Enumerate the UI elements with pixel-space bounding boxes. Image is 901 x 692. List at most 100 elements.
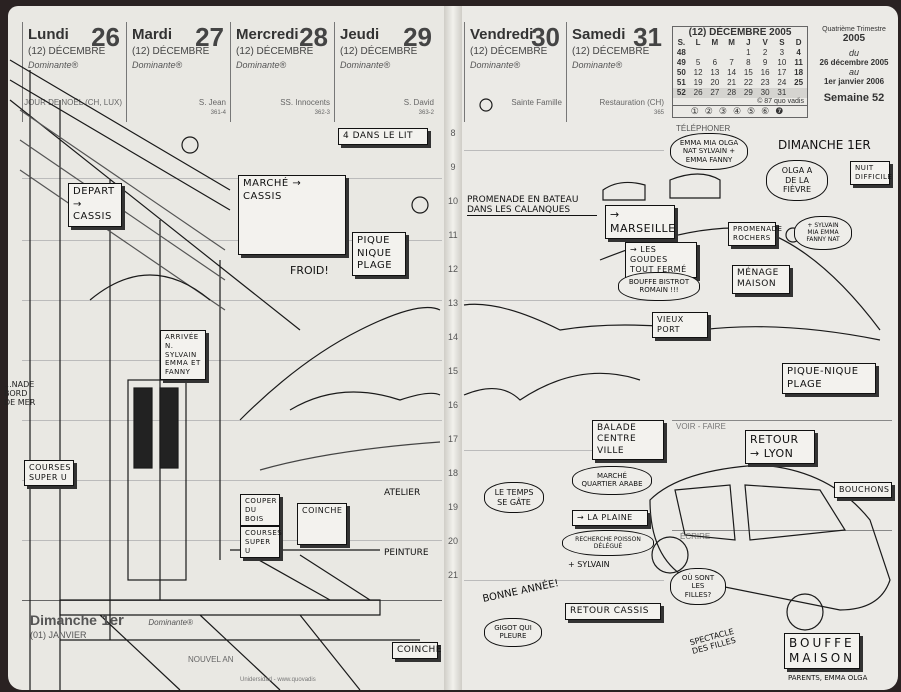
calendar-cell: 10 [777,58,787,67]
holiday-label: NOUVEL AN [188,655,234,664]
hour-label: 12 [447,264,458,274]
note-balade: BALADE CENTRE VILLE [592,420,664,460]
calendar-cell: 49 [676,58,686,67]
calendar-cell: 4 [796,48,801,57]
calendar-header-cell: M [728,38,735,47]
hour-label: 14 [447,332,458,342]
calendar-cell: 29 [740,88,757,98]
note-marseille: → MARSEILLE [605,205,675,239]
note-ou-sont-les-filles: OÙ SONT LES FILLES? [670,568,726,606]
calendar-cell: 51 [676,78,686,87]
calendar-cell: 6 [712,58,718,67]
note-temps: LE TEMPS SE GÂTE [484,482,544,514]
house-drawing [9,59,420,691]
note-dimanche: DIMANCHE 1er [778,138,871,152]
section-telephoner: TÉLÉPHONER [676,124,731,133]
note-invites: EMMA MIA OLGA NAT SYLVAIN + EMMA FANNY [670,133,748,171]
note-4-dans-le-lit: 4 DANS LE LIT [338,128,428,146]
note-bouffe-maison: BOUFFE MAISON [784,633,860,669]
section-voir-faire: VOIR - FAIRE [676,422,726,431]
calendar-cell: 23 [760,78,770,87]
calendar-cell: 9 [762,58,768,67]
note-couper-bois: COUPER DU BOIS [240,494,280,527]
note-froid: FROID! [290,264,329,277]
hour-label: 18 [447,468,458,478]
hour-label: 8 [450,128,456,138]
note-olga-fievre: OLGA A DE LA FIÈVRE [766,160,828,201]
calendar-cell: 52 [673,88,690,98]
calendar-cell: 1 [746,48,751,57]
weekday-circle: ⑤ [747,106,762,116]
calendar-cell: 19 [693,78,703,87]
hour-label: 9 [450,162,456,172]
calendar-cell: 24 [777,78,787,87]
note-la-plaine: → LA PLAINE [572,510,648,526]
calendar-cell: 14 [727,68,737,77]
note-arrivee: ARRIVÉE N. SYLVAIN EMMA ET FANNY [160,330,206,380]
note-menage-maison: MÉNAGE MAISON [732,265,790,294]
note-bouffe-bistrot: BOUFFE BISTROT ROMAIN !!! [618,272,700,301]
note-nuit-difficile: NUIT DIFFICILE [850,161,892,185]
calendar-cell: 20 [710,78,720,87]
weekday-circle: ① [690,106,705,116]
calendar-cell: 15 [743,68,753,77]
note-gigot: GIGOT QUI PLEURE [484,618,542,647]
hour-label: 10 [447,196,458,206]
weekday-circle: ⑥ [761,106,776,116]
note-retour-cassis: RETOUR CASSIS [565,603,661,621]
calendar-header-cell: J [746,38,751,47]
calendar-cell: 17 [777,68,787,77]
calendar-cell: 21 [727,78,737,87]
hour-label: 16 [447,400,458,410]
calendar-cell: 27 [706,88,724,98]
note-sylvain: + SYLVAIN [568,560,610,569]
calendar-cell: 12 [693,68,703,77]
weekday-circle: ④ [732,106,748,116]
hour-label: 17 [447,434,458,444]
note-pique-nique-2: PIQUE-NIQUE PLAGE [782,363,876,394]
calendar-header-cell: M [711,38,719,47]
calendar-cell: 16 [760,68,770,77]
note-bord-de-mer: ...NADE BORD DE MER [4,380,36,407]
note-pique-nique-1: PIQUE NIQUE PLAGE [352,232,406,276]
calendar-cell: 22 [743,78,753,87]
note-promenade-rochers: PROMENADE ROCHERS [728,222,782,246]
calendar-header-cell: S [779,38,785,47]
calendar-header-cell: S. [677,38,686,47]
day-sunday: Dimanche 1er Dominante® (01) JANVIER [30,612,193,640]
calendar-week-row: 48 1 2 3 4 [673,48,807,58]
calendar-cell: 11 [794,58,803,67]
calendar-cell: 48 [676,48,686,57]
note-marche-cassis: MARCHÉ → CASSIS [238,175,346,255]
hour-label: 15 [447,366,458,376]
calendar-cell: 28 [723,88,740,98]
calendar-cell: 25 [794,78,804,87]
calendar-header-cell: L [695,38,701,47]
calendar-cell [790,88,807,98]
note-courses-1: COURSES SUPER U [24,460,74,486]
weekday-circle: ③ [718,106,733,116]
hour-label: 21 [447,570,458,580]
calendar-cell: 2 [762,48,768,57]
weekday-circles: ①②③④⑤⑥❼ [673,105,807,117]
calendar-cell: 31 [773,88,791,98]
calendar-header-cell: D [795,38,802,47]
calendar-cell: 7 [729,58,734,67]
note-recherche-poisson: RECHERCHE POISSON DÉLÉGUÉ [562,530,654,557]
hour-label: 13 [447,298,458,308]
week-info: Quatrième Trimestre 2005 du 26 décembre … [819,26,889,104]
note-peinture: PEINTURE [384,548,429,558]
calendar-cell: 3 [779,48,785,57]
